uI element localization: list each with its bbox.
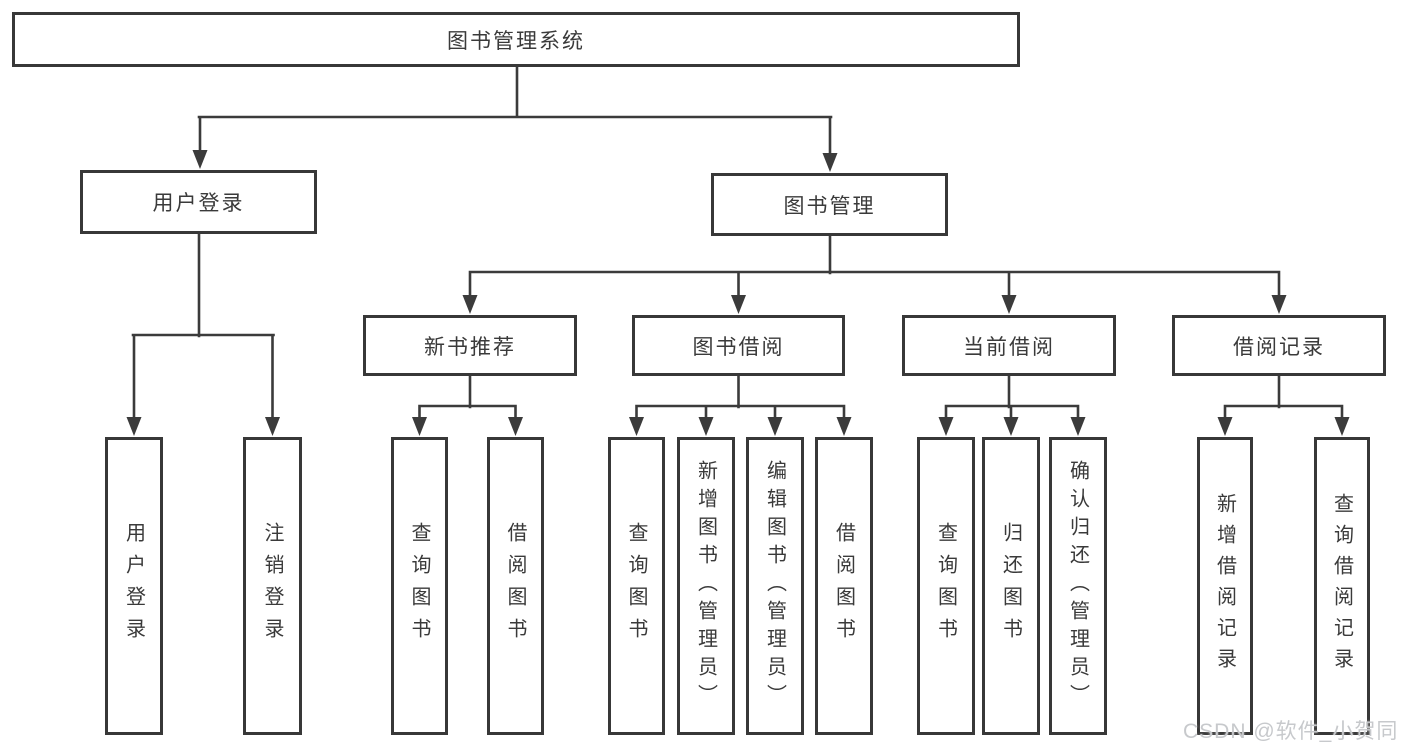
node-root: 图书管理系统: [12, 12, 1020, 67]
leaf-add-book-admin: 新增图书（管理员）: [677, 437, 735, 735]
leaf-logout: 注销登录: [243, 437, 302, 735]
leaf-edit-book-admin: 编辑图书（管理员）: [746, 437, 804, 735]
leaf-borrow-books-2: 借阅图书: [815, 437, 873, 735]
node-borrowing-records: 借阅记录: [1172, 315, 1386, 376]
leaf-borrow-books-1: 借阅图书: [487, 437, 544, 735]
node-user-login: 用户登录: [80, 170, 317, 234]
watermark: CSDN @软件_小贺同学: [1183, 720, 1399, 743]
node-new-book-recommend: 新书推荐: [363, 315, 577, 376]
leaf-return-books: 归还图书: [982, 437, 1040, 735]
arrow-down-icons: [126, 150, 1350, 436]
leaf-query-books-2: 查询图书: [608, 437, 665, 735]
connector-lines: [131, 65, 1344, 421]
leaf-query-borrow-record: 查询借阅记录: [1314, 437, 1370, 735]
leaf-query-books-3: 查询图书: [917, 437, 975, 735]
leaf-confirm-return-admin: 确认归还（管理员）: [1049, 437, 1107, 735]
leaf-query-books-1: 查询图书: [391, 437, 448, 735]
leaf-add-borrow-record: 新增借阅记录: [1197, 437, 1253, 735]
node-current-borrowing: 当前借阅: [902, 315, 1116, 376]
leaf-user-login: 用户登录: [105, 437, 163, 735]
node-book-management: 图书管理: [711, 173, 948, 236]
node-book-borrowing: 图书借阅: [632, 315, 845, 376]
